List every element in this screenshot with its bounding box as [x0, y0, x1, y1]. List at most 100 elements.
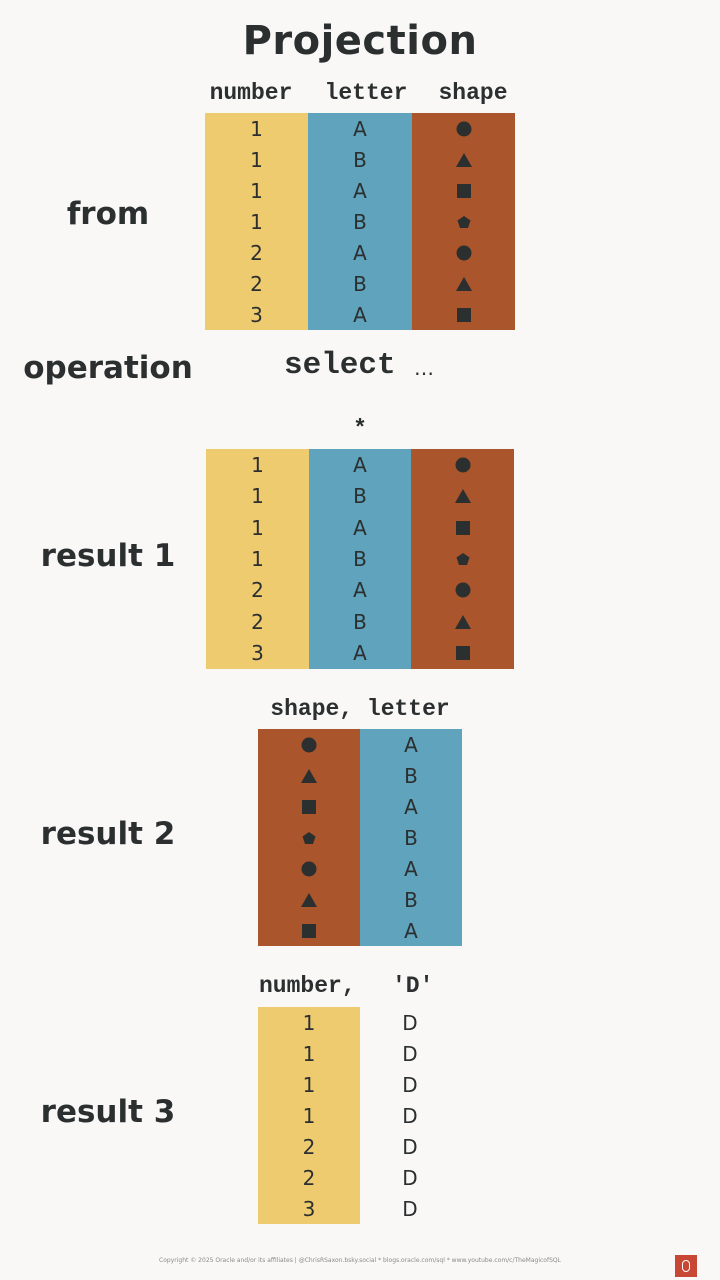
triangle-shape — [454, 489, 471, 504]
number-cell: 1 — [250, 147, 263, 172]
triangle-icon — [258, 884, 360, 915]
number-cell: 3 — [302, 1196, 316, 1221]
literal-cell: D — [402, 1165, 418, 1190]
number-cell: 1 — [251, 546, 264, 571]
letter-cell: A — [404, 794, 418, 819]
number-cell: 1 — [302, 1010, 316, 1035]
letter-cell: B — [353, 609, 367, 634]
letter-cell: A — [353, 116, 367, 141]
pentagon-icon — [412, 206, 515, 237]
section-label-result1: result 1 — [40, 538, 176, 574]
letter-cell: B — [353, 209, 367, 234]
square-icon — [412, 175, 515, 206]
circle-shape — [456, 245, 471, 260]
letter-cell: A — [404, 856, 418, 881]
source-shape-column — [412, 113, 515, 330]
triangle-shape — [454, 614, 471, 629]
number-cell: 1 — [251, 484, 264, 509]
section-label-from: from — [66, 196, 150, 232]
header-letter: letter — [324, 80, 408, 106]
letter-cell: B — [404, 825, 418, 850]
result3-projection-literal: 'D' — [392, 973, 434, 999]
square-shape — [456, 183, 471, 198]
oracle-logo-icon — [675, 1255, 697, 1277]
pentagon-shape — [456, 552, 469, 565]
square-icon — [411, 638, 514, 669]
letter-cell: B — [353, 546, 367, 571]
letter-cell: B — [404, 763, 418, 788]
letter-cell: A — [404, 918, 418, 943]
circle-shape — [301, 737, 317, 752]
select-keyword: select — [284, 348, 396, 383]
pentagon-shape — [457, 215, 470, 228]
page-title: Projection — [242, 18, 478, 64]
circle-icon — [258, 853, 360, 884]
pentagon-icon — [411, 543, 514, 574]
square-shape — [302, 923, 316, 938]
number-cell: 3 — [251, 641, 264, 666]
result3-number-column: 1 1 1 1 2 2 3 — [258, 1007, 360, 1224]
number-cell: 2 — [251, 609, 264, 634]
footer-copyright: Copyright © 2025 Oracle and/or its affil… — [159, 1257, 561, 1264]
circle-icon — [412, 237, 515, 268]
literal-cell: D — [402, 1196, 418, 1221]
result1-shape-column — [411, 449, 514, 669]
square-icon — [412, 299, 515, 330]
number-cell: 1 — [302, 1041, 316, 1066]
letter-cell: B — [404, 887, 418, 912]
section-label-result2: result 2 — [40, 816, 176, 852]
literal-cell: D — [402, 1134, 418, 1159]
number-cell: 1 — [251, 515, 264, 540]
triangle-shape — [301, 768, 317, 783]
square-shape — [456, 307, 471, 322]
pentagon-icon — [258, 822, 360, 853]
number-cell: 1 — [251, 452, 264, 477]
result1-projection: * — [353, 416, 367, 442]
letter-cell: A — [353, 578, 367, 603]
triangle-icon — [412, 144, 515, 175]
circle-shape — [455, 582, 470, 598]
pentagon-shape — [302, 831, 316, 844]
triangle-shape — [455, 276, 472, 291]
section-label-result3: result 3 — [40, 1094, 176, 1130]
header-number: number — [209, 80, 293, 106]
result3-projection-number: number, — [259, 973, 356, 999]
square-shape — [455, 520, 470, 535]
number-cell: 1 — [250, 116, 263, 141]
circle-icon — [412, 113, 515, 144]
number-cell: 1 — [302, 1072, 316, 1097]
circle-shape — [301, 861, 317, 876]
triangle-icon — [411, 606, 514, 637]
triangle-shape — [455, 152, 472, 167]
letter-cell: A — [353, 641, 367, 666]
letter-cell: B — [353, 271, 367, 296]
circle-icon — [411, 575, 514, 606]
circle-shape — [456, 121, 471, 136]
number-cell: 3 — [250, 302, 263, 327]
literal-cell: D — [402, 1103, 418, 1128]
letter-cell: A — [353, 240, 367, 265]
number-cell: 2 — [302, 1165, 316, 1190]
letter-cell: B — [353, 484, 367, 509]
number-cell: 1 — [302, 1103, 316, 1128]
square-shape — [302, 799, 316, 814]
number-cell: 2 — [250, 240, 263, 265]
literal-cell: D — [402, 1041, 418, 1066]
triangle-icon — [411, 480, 514, 511]
number-cell: 2 — [302, 1134, 316, 1159]
literal-cell: D — [402, 1010, 418, 1035]
letter-cell: A — [404, 732, 418, 757]
square-icon — [258, 915, 360, 946]
select-ellipsis: … — [414, 356, 434, 380]
triangle-icon — [412, 268, 515, 299]
number-cell: 1 — [250, 178, 263, 203]
letter-cell: A — [353, 302, 367, 327]
literal-cell: D — [402, 1072, 418, 1097]
number-cell: 2 — [250, 271, 263, 296]
